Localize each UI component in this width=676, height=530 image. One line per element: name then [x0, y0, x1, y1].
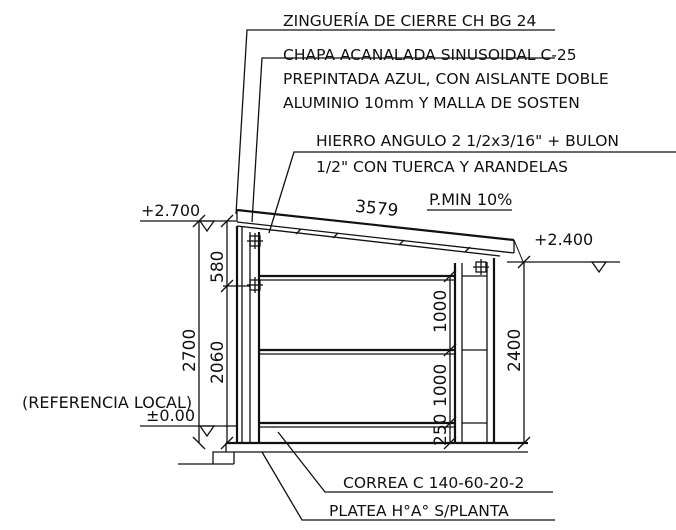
level-left-top: +2.700 — [141, 201, 200, 220]
label-hierro-line-2: 1/2" CON TUERCA Y ARANDELAS — [316, 158, 568, 176]
dim-2060: 2060 — [208, 341, 228, 384]
dim-2400: 2400 — [505, 329, 525, 372]
roof-annotations: 3579 P.MIN 10% — [354, 190, 512, 221]
reference-zero: ±0.00 — [146, 406, 195, 425]
right-column — [453, 258, 496, 443]
dim-2700: 2700 — [180, 329, 200, 372]
right-dimension-lines — [517, 255, 531, 450]
label-platea: PLATEA H°A° S/PLANTA — [329, 502, 509, 520]
inner-dimension-lines — [443, 269, 457, 450]
callout-platea: PLATEA H°A° S/PLANTA — [261, 451, 555, 521]
bolt-marks — [247, 233, 489, 293]
label-correa: CORREA C 140-60-20-2 — [343, 474, 524, 492]
dim-580: 580 — [208, 251, 228, 283]
label-chapa-line-1: CHAPA ACANALADA SINUSOIDAL C-25 — [283, 46, 577, 64]
level-marker-reference: (REFERENCIA LOCAL) ±0.00 — [22, 393, 236, 438]
dim-250: 250 — [431, 414, 451, 446]
floor-slab — [178, 441, 528, 465]
level-right-top: +2.400 — [534, 230, 593, 249]
roof-sheet — [236, 208, 525, 265]
left-dimension-lines — [192, 214, 250, 450]
reference-local: (REFERENCIA LOCAL) — [22, 393, 192, 412]
callout-chapa: CHAPA ACANALADA SINUSOIDAL C-25 PREPINTA… — [251, 46, 609, 223]
left-column — [235, 226, 261, 443]
label-hierro-line-1: HIERRO ANGULO 2 1/2x3/16" + BULON — [316, 132, 619, 150]
callout-correa: CORREA C 140-60-20-2 — [277, 431, 553, 493]
roof-length: 3579 — [354, 197, 399, 221]
roof-slope: P.MIN 10% — [429, 190, 512, 209]
purlins — [259, 274, 487, 428]
label-chapa-line-2: PREPINTADA AZUL, CON AISLANTE DOBLE — [283, 70, 609, 88]
level-marker-left: +2.700 — [140, 201, 236, 233]
callout-zingueria: ZINGUERÍA DE CIERRE CH BG 24 — [235, 11, 555, 215]
dim-1000-lower: 1000 — [431, 364, 451, 407]
label-chapa-line-3: ALUMINIO 10mm Y MALLA DE SOSTEN — [283, 94, 580, 112]
level-marker-right: +2.400 — [507, 230, 620, 274]
label-zingueria: ZINGUERÍA DE CIERRE CH BG 24 — [283, 11, 536, 30]
dim-1000-upper: 1000 — [431, 290, 451, 333]
callout-hierro: HIERRO ANGULO 2 1/2x3/16" + BULON 1/2" C… — [268, 132, 676, 234]
